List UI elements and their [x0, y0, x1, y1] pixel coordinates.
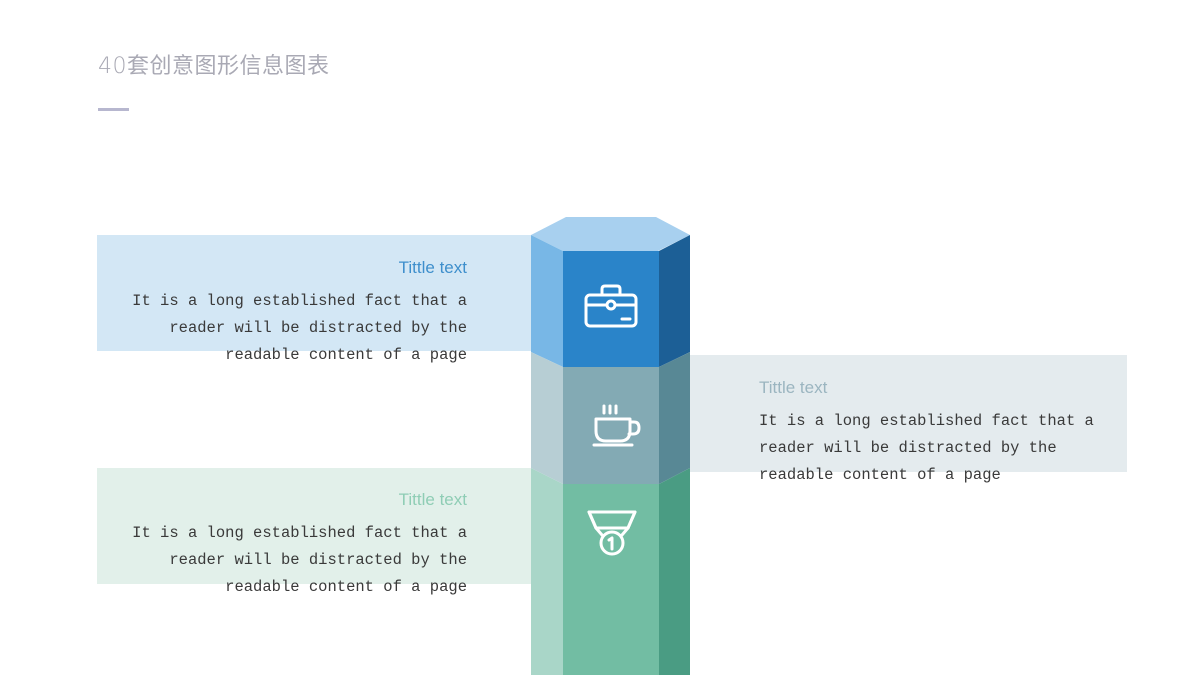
block-title: Tittle text [398, 490, 467, 509]
pillar-blue-left-face [531, 235, 563, 367]
pillar-green-right-face [659, 468, 690, 675]
medal-icon [587, 510, 637, 556]
block-body-line: readable content of a page [225, 346, 467, 364]
pillar-gray-right-face [659, 352, 690, 484]
coffee-cup-icon [592, 404, 641, 447]
pillar-green-left-face [531, 468, 563, 675]
briefcase-icon [584, 284, 638, 328]
green-band [97, 468, 531, 584]
info-block-1: Tittle text It is a long established fac… [67, 258, 467, 369]
block-body: It is a long established fact that a rea… [67, 288, 467, 369]
pillar-blue-right-face [659, 235, 690, 367]
block-body-line: It is a long established fact that a [132, 292, 467, 310]
title-underline [98, 108, 129, 111]
block-title: Tittle text [398, 258, 467, 277]
block-body: It is a long established fact that a rea… [759, 408, 1119, 489]
info-block-3: Tittle text It is a long established fac… [67, 490, 467, 601]
block-body: It is a long established fact that a rea… [67, 520, 467, 601]
block-body-line: It is a long established fact that a [132, 524, 467, 542]
block-body-line: It is a long established fact that a [759, 412, 1094, 430]
block-title: Tittle text [759, 378, 828, 397]
pillar-top-cap [531, 217, 690, 251]
blue-band [97, 235, 531, 351]
info-block-2: Tittle text It is a long established fac… [759, 378, 1119, 489]
block-body-line: readable content of a page [759, 466, 1001, 484]
page-title: 40套创意图形信息图表 [98, 54, 330, 79]
block-body-line: reader will be distracted by the [169, 319, 467, 337]
gray-band [690, 355, 1127, 472]
block-body-line: readable content of a page [225, 578, 467, 596]
block-body-line: reader will be distracted by the [759, 439, 1057, 457]
pillar-gray-left-face [531, 352, 563, 484]
block-body-line: reader will be distracted by the [169, 551, 467, 569]
